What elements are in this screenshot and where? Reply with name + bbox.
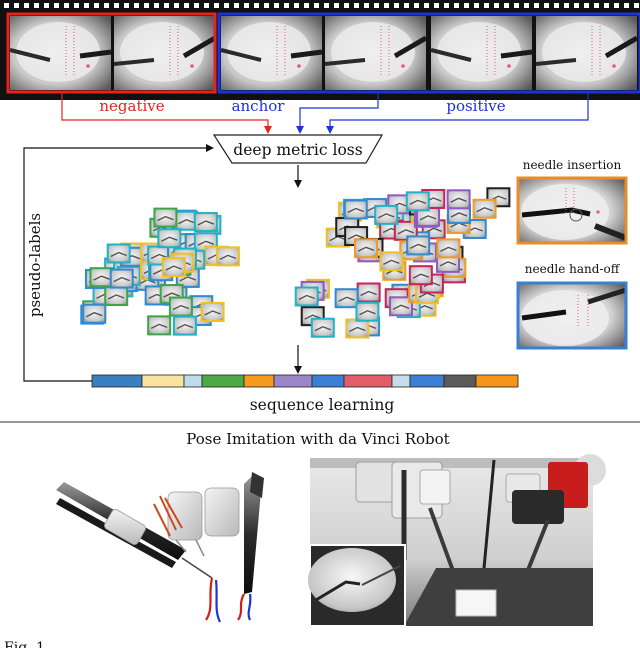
deep-metric-loss-label: deep metric loss [233, 141, 362, 159]
cluster-thumbnail [334, 288, 359, 309]
cluster-thumbnail [343, 199, 368, 220]
sequence-segment [443, 374, 477, 388]
film-frame [430, 16, 533, 90]
deep-metric-loss-box [212, 134, 384, 164]
cluster-thumbnail [446, 189, 471, 210]
film-frame [9, 16, 112, 90]
needle-insertion-label: needle insertion [523, 158, 622, 172]
sequence-bar [91, 374, 519, 388]
embedding-cluster-left [80, 207, 240, 336]
sequence-segment [243, 374, 275, 388]
film-frame [535, 16, 639, 90]
sequence-learning-label: sequence learning [250, 396, 395, 414]
cluster-thumbnail [472, 198, 497, 219]
needle-handoff-image [516, 281, 628, 350]
sequence-segment [183, 374, 203, 388]
endoscope-inset [308, 544, 406, 627]
cluster-thumbnail [161, 257, 186, 278]
cluster-thumbnail [389, 296, 414, 317]
cluster-thumbnail [168, 296, 193, 317]
positive-label: positive [446, 97, 505, 115]
sequence-segment [391, 374, 411, 388]
pose-imitation-title: Pose Imitation with da Vinci Robot [186, 430, 449, 448]
figure-label: Fig. 1 [4, 640, 45, 648]
sequence-segment [343, 374, 393, 388]
cluster-thumbnail [379, 251, 404, 272]
embedding-cluster-right [294, 187, 511, 339]
needle-insertion-image [516, 176, 628, 245]
cluster-thumbnail [147, 315, 172, 336]
cluster-thumbnail [106, 243, 131, 264]
cluster-thumbnail [310, 317, 335, 338]
negative-arrow [61, 92, 272, 134]
film-frame [324, 16, 428, 90]
sequence-segment [141, 374, 185, 388]
sequence-segment [475, 374, 519, 388]
needle-handoff-label: needle hand-off [525, 262, 621, 276]
cluster-thumbnail [109, 268, 134, 289]
cluster-thumbnail [345, 318, 370, 339]
negative-label: negative [99, 97, 164, 115]
positive-arrow [326, 92, 589, 134]
cluster-thumbnail [104, 286, 129, 307]
cluster-thumbnail [200, 302, 225, 323]
cluster-thumbnail [153, 207, 178, 228]
cluster-thumbnail [89, 267, 114, 288]
film-strip [0, 0, 640, 100]
cluster-thumbnail [408, 265, 433, 286]
connector-lines [61, 92, 589, 134]
sequence-segment [311, 374, 345, 388]
cluster-thumbnail [294, 286, 319, 307]
cluster-thumbnail [172, 315, 197, 336]
cluster-thumbnail [405, 191, 430, 212]
sequence-segment [91, 374, 143, 388]
cluster-thumbnail [406, 235, 431, 256]
film-frame [220, 16, 323, 90]
pseudo-labels-loop [23, 144, 214, 382]
cluster-thumbnail [215, 246, 240, 267]
film-frame [113, 16, 217, 90]
sequence-segment [409, 374, 445, 388]
sequence-segment [201, 374, 245, 388]
cluster-thumbnail [374, 204, 399, 225]
robot-instruments-render [56, 472, 264, 623]
anchor-arrow [296, 92, 379, 134]
cluster-thumbnail [82, 303, 107, 324]
sequence-segment [273, 374, 313, 388]
pseudo-labels-label: pseudo-labels [26, 213, 44, 317]
anchor-positive-frames-box [217, 12, 640, 94]
cluster-thumbnail [157, 228, 182, 249]
negative-frames-box [6, 12, 217, 94]
cluster-thumbnail [356, 282, 381, 303]
cluster-thumbnail [355, 301, 380, 322]
anchor-label: anchor [232, 97, 286, 115]
cluster-thumbnail [436, 238, 461, 259]
cluster-thumbnail [393, 220, 418, 241]
cluster-thumbnail [193, 212, 218, 233]
cluster-thumbnail [354, 238, 379, 259]
